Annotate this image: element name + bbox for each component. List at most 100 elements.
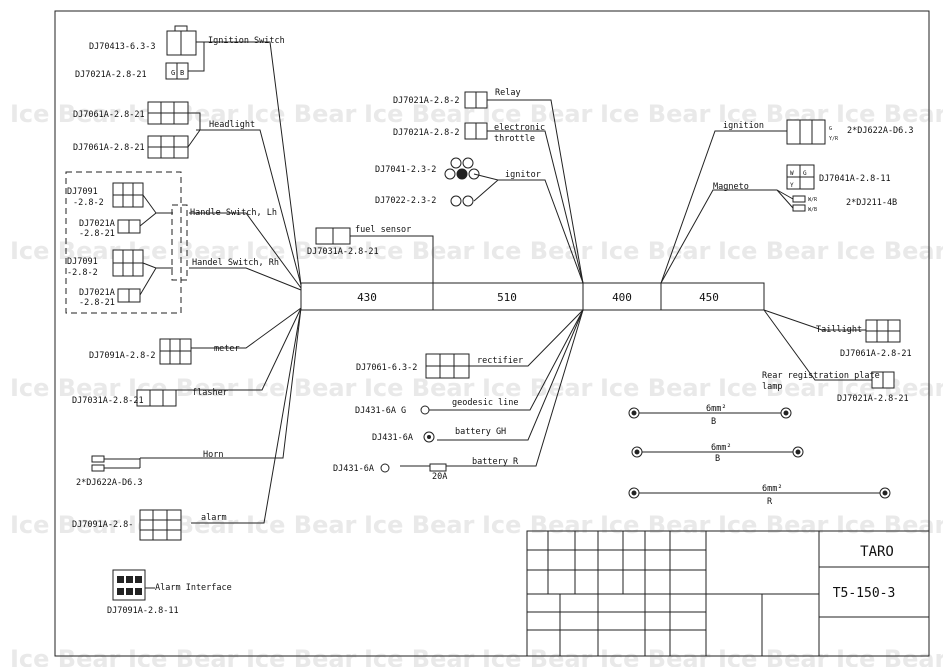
watermark-text: Ice Bear	[600, 374, 711, 402]
part-handle-rh-a1: DJ7091	[67, 257, 98, 267]
connector-ignitor	[444, 157, 480, 207]
trunk-length-1: 430	[357, 291, 377, 304]
part-relay: DJ7021A-2.8-2	[393, 96, 460, 106]
part-headlight-a: DJ7061A-2.8-21	[73, 110, 145, 120]
cable-1-gauge: 6mm²	[706, 404, 726, 414]
cable-2-color: B	[715, 454, 720, 464]
label-rear-plate-2: lamp	[762, 382, 782, 392]
connector-taillight	[865, 319, 901, 343]
part-rectifier: DJ7061-6.3-2	[356, 363, 417, 373]
watermark-text: Ice Bear	[482, 100, 593, 128]
label-battery-r: battery R	[472, 457, 519, 467]
handle-switch-group	[65, 171, 182, 314]
part-ignition-switch-b: DJ7021A-2.8-21	[75, 70, 147, 80]
part-handle-rh-b1: DJ7021A	[79, 288, 115, 298]
part-geodesic: DJ431-6A G	[355, 406, 406, 416]
cable-1	[628, 407, 792, 419]
part-battery-r: DJ431-6A	[333, 464, 374, 474]
terminal-battery-gh	[423, 431, 435, 443]
trunk-length-2: 510	[497, 291, 517, 304]
label-flasher: flasher	[192, 388, 228, 398]
connector-magneto	[776, 164, 815, 212]
label-battery-gh: battery GH	[455, 427, 506, 437]
part-handle-lh-b2: -2.8-21	[79, 229, 115, 239]
label-ignitor: ignitor	[505, 170, 541, 180]
label-fuel-sensor: fuel sensor	[355, 225, 411, 235]
wire-ign-b	[188, 42, 205, 72]
watermark-text: Ice Bear	[10, 511, 121, 539]
harness-trunk	[300, 282, 765, 311]
part-handle-rh-a2: -2.8-2	[67, 268, 98, 278]
label-handle-switch-lh: Handle Switch, Lh	[190, 208, 277, 218]
connector-alarm	[139, 509, 182, 541]
watermark-text: Ice Bear	[600, 237, 711, 265]
watermark-text: Ice Bear	[718, 237, 829, 265]
wire-code-ign-2: Y/R	[829, 136, 839, 142]
part-headlight-b: DJ7061A-2.8-21	[73, 143, 145, 153]
watermark-text: Ice Bear	[836, 100, 943, 128]
part-ignition-switch-a: DJ70413-6.3-3	[89, 42, 156, 52]
part-ignitor-b: DJ7022-2.3-2	[375, 196, 436, 206]
label-geodesic: geodesic line	[452, 398, 519, 408]
label-horn: Horn	[203, 450, 223, 460]
part-fuel-sensor: DJ7031A-2.8-21	[307, 247, 379, 257]
label-alarm-interface: Alarm Interface	[155, 583, 232, 593]
title-block	[526, 530, 930, 657]
wire-code-mag-3: Y	[790, 182, 794, 189]
watermark-text: Ice Bear	[364, 100, 475, 128]
connector-handle-lh-b	[117, 219, 141, 234]
cable-3-color: R	[767, 497, 773, 507]
cable-2-gauge: 6mm²	[711, 443, 731, 453]
label-ignition-switch: Ignition Switch	[208, 36, 285, 46]
part-magneto-b: 2*DJ211-4B	[846, 198, 897, 208]
watermark-text: Ice Bear	[364, 511, 475, 539]
cable-3	[628, 487, 891, 499]
part-handle-rh-b2: -2.8-21	[79, 298, 115, 308]
wire-headlight	[187, 112, 201, 148]
label-rear-plate-1: Rear registration plate	[762, 371, 880, 381]
watermark-text: Ice Bear	[836, 511, 943, 539]
watermark-text: Ice Bear	[10, 237, 121, 265]
watermark-text: Ice Bear	[364, 237, 475, 265]
part-handle-lh-b1: DJ7021A	[79, 219, 115, 229]
watermark-text: Ice Bear	[718, 511, 829, 539]
part-alarm-interface: DJ7091A-2.8-11	[107, 606, 179, 616]
connector-headlight-a	[147, 101, 189, 125]
part-taillight: DJ7061A-2.8-21	[840, 349, 912, 359]
svg-text:B: B	[180, 69, 184, 77]
part-handle-lh-a2: -2.8-2	[73, 198, 104, 208]
title-model: T5-150-3	[833, 586, 896, 601]
part-battery-gh: DJ431-6A	[372, 433, 413, 443]
terminal-geodesic	[420, 405, 436, 415]
label-meter: meter	[214, 344, 240, 354]
cable-2	[631, 446, 804, 458]
watermark-text: Ice Bear	[246, 374, 357, 402]
part-alarm: DJ7091A-2.8-	[72, 520, 133, 530]
part-magneto-a: DJ7041A-2.8-11	[819, 174, 891, 184]
connector-throttle	[464, 122, 488, 140]
label-throttle-2: throttle	[494, 134, 535, 144]
watermark-text: Ice Bear	[600, 511, 711, 539]
svg-text:G: G	[171, 69, 175, 77]
wire-code-mag-1: W	[790, 170, 794, 177]
label-taillight: Taillight	[816, 325, 862, 335]
cable-1-color: B	[711, 417, 716, 427]
connector-handle-rh-b	[117, 288, 141, 303]
watermark-text: Ice Bear	[246, 100, 357, 128]
label-relay: Relay	[495, 88, 521, 98]
connector-meter	[159, 338, 192, 365]
label-fuse: 20A	[432, 472, 447, 482]
watermark-text: Ice Bear	[246, 511, 357, 539]
wires	[140, 41, 872, 524]
connector-ignition-switch-a	[166, 25, 197, 56]
wire-code-mag-2: G	[803, 170, 807, 177]
connector-rear-plate	[871, 371, 895, 389]
watermark-text: Ice Bear	[128, 237, 239, 265]
connector-handle-lh-a	[112, 182, 144, 208]
wire-rh	[139, 262, 157, 296]
watermark-text: Ice Bear	[600, 100, 711, 128]
label-magneto: Magneto	[713, 182, 749, 192]
connector-relay	[464, 91, 488, 109]
part-meter: DJ7091A-2.8-2	[89, 351, 156, 361]
